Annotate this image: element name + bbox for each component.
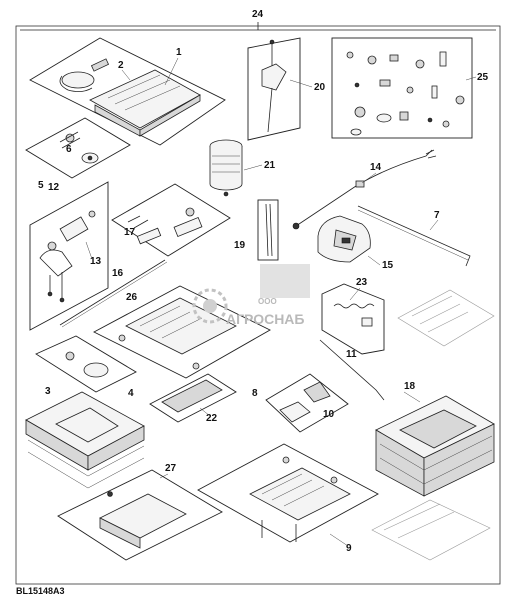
callout-26: 26 <box>126 292 138 303</box>
callout-2: 2 <box>118 60 124 71</box>
callout-11: 11 <box>346 349 357 360</box>
watermark-gear-icon <box>192 288 228 324</box>
part-harness-14 <box>292 149 437 230</box>
panel-27 <box>57 469 223 561</box>
callout-18: 18 <box>404 381 416 392</box>
part-rod-16 <box>59 259 168 328</box>
callout-22: 22 <box>206 413 218 424</box>
callout-25: 25 <box>477 72 489 83</box>
part-seat-18 <box>375 395 495 497</box>
panel-17 <box>111 183 231 257</box>
part-foam-22 <box>149 373 237 423</box>
panel-seat-base <box>29 37 226 146</box>
part-console-15 <box>317 215 371 263</box>
callout-4: 4 <box>128 388 134 399</box>
callout-20: 20 <box>314 82 326 93</box>
callout-14: 14 <box>370 162 382 173</box>
watermark: ООО АГРОСНАБ <box>192 264 310 327</box>
panel-12-13 <box>29 181 109 331</box>
callout-5: 5 <box>38 180 44 191</box>
callout-23: 23 <box>356 277 368 288</box>
panel-5-6 <box>25 117 131 179</box>
panel-20 <box>247 37 301 141</box>
callout-17: 17 <box>124 227 136 238</box>
figure-id: BL15148A3 <box>16 586 65 596</box>
panel-hardware-25 <box>331 37 473 139</box>
callout-10: 10 <box>323 409 335 420</box>
part-spring-23 <box>321 283 385 355</box>
callout-6: 6 <box>66 144 72 155</box>
panel-9 <box>197 443 379 543</box>
watermark-text: АГРОСНАБ <box>226 311 304 327</box>
callout-1: 1 <box>176 47 182 58</box>
part-damper-21 <box>209 139 243 197</box>
callout-21: 21 <box>264 160 276 171</box>
callout-9: 9 <box>346 543 352 554</box>
callout-13: 13 <box>90 256 102 267</box>
callouts: 24 1 2 20 25 6 5 12 21 14 7 17 19 13 15 … <box>38 9 489 554</box>
panel-4 <box>35 335 137 393</box>
watermark-prefix: ООО <box>258 297 277 306</box>
callout-3: 3 <box>45 386 51 397</box>
part-cable-11 <box>319 339 385 401</box>
callout-7: 7 <box>434 210 440 221</box>
panel-8-10 <box>265 373 349 433</box>
callout-15: 15 <box>382 260 394 271</box>
ghost-suspension <box>371 289 495 561</box>
group-bracket-24 <box>20 22 496 31</box>
part-rod-7 <box>357 205 471 267</box>
callout-16: 16 <box>112 268 124 279</box>
callout-8: 8 <box>252 388 258 399</box>
callout-12: 12 <box>48 182 60 193</box>
part-cable-19 <box>257 199 279 261</box>
callout-24: 24 <box>252 9 264 20</box>
callout-19: 19 <box>234 240 246 251</box>
part-cushion-3 <box>25 391 145 489</box>
callout-27: 27 <box>165 463 177 474</box>
leader-lines <box>85 57 477 547</box>
